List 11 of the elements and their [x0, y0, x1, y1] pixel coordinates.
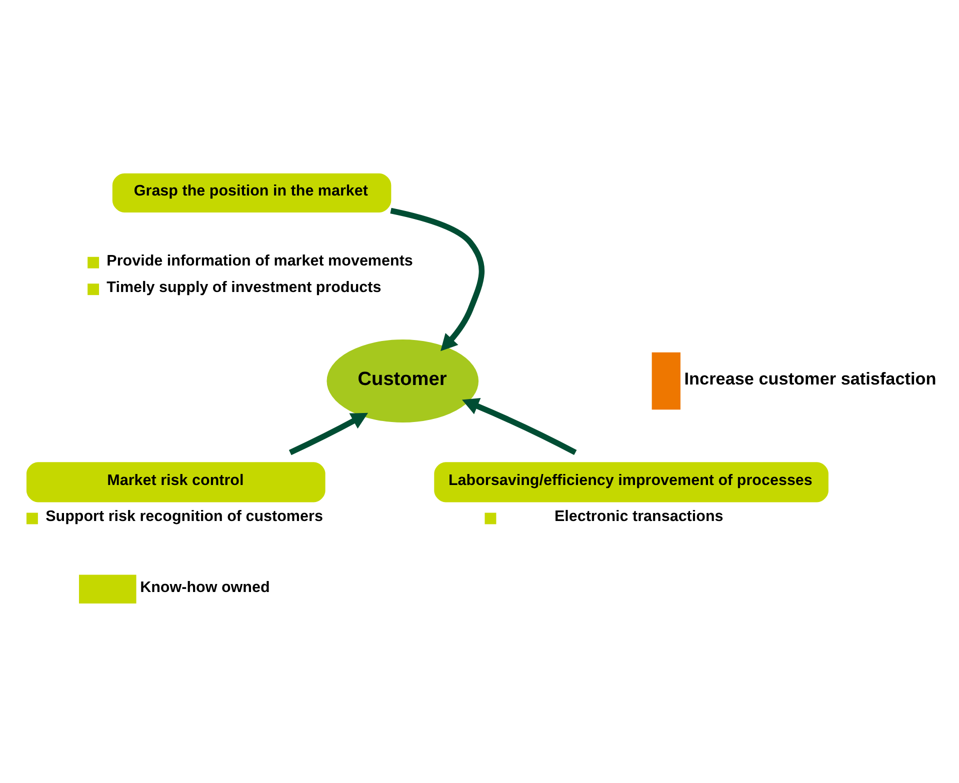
arrow	[390, 208, 485, 352]
node-label: Provide information of market movements	[106, 252, 413, 270]
arrow	[462, 398, 577, 456]
node-label: Electronic transactions	[554, 508, 724, 526]
node-label: Timely supply of investment products	[106, 279, 382, 296]
label: Increase customer satisfaction	[684, 368, 936, 388]
node-label: Support risk recognition of customers	[46, 508, 323, 526]
arrow	[288, 412, 368, 456]
legend-label: Know-how owned	[140, 578, 270, 596]
node-box: Grasp the position in the market	[112, 173, 392, 212]
node-ellipse: Customer	[326, 339, 479, 423]
